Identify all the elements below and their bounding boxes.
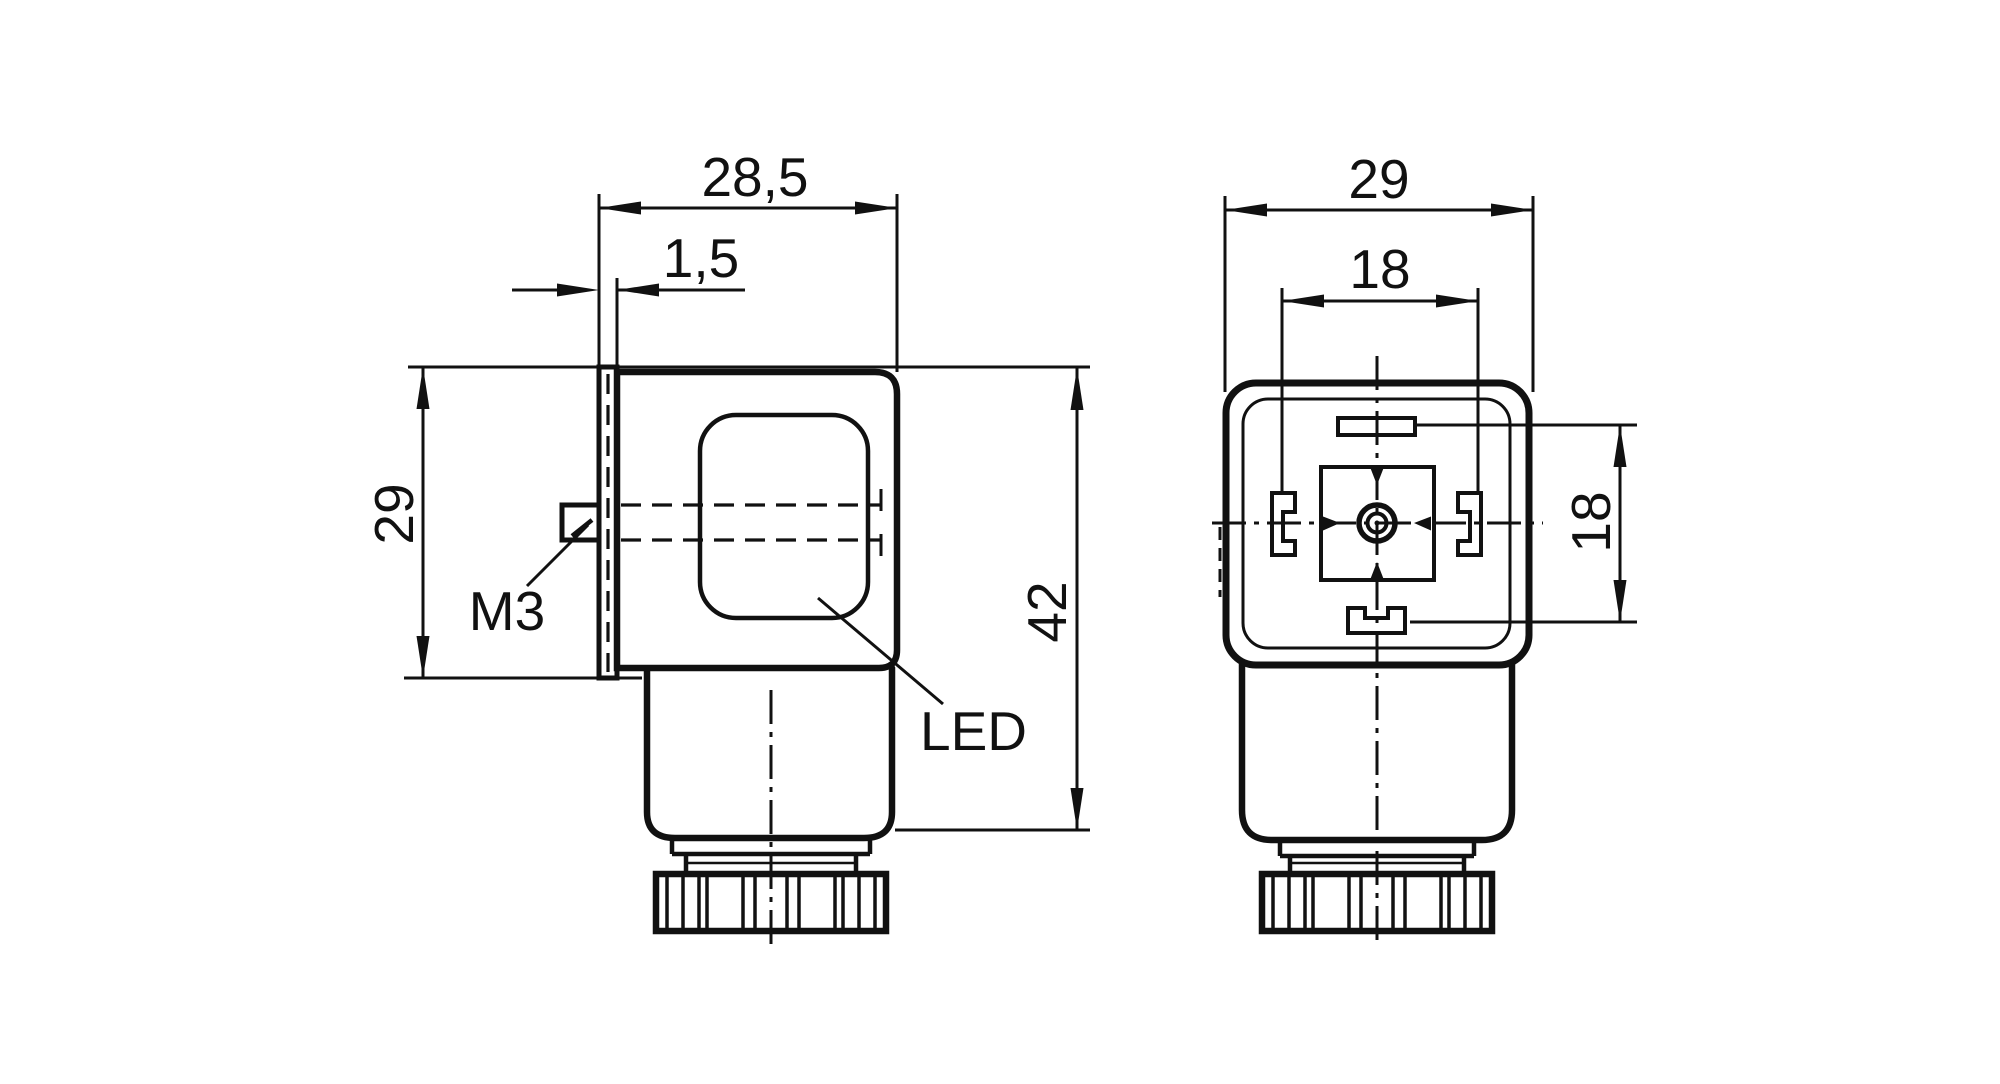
dim-42: 42 bbox=[1016, 368, 1084, 830]
side-gland-nut-knurling bbox=[665, 877, 877, 928]
side-hidden-hole-lines bbox=[621, 503, 881, 542]
dim-28-5: 28,5 bbox=[599, 146, 897, 215]
led-window bbox=[697, 412, 871, 621]
front-left-contact bbox=[1270, 491, 1297, 557]
dim-29-front: 29 bbox=[1225, 148, 1533, 217]
dim-18-top: 18 bbox=[1282, 238, 1478, 308]
dim-18-side: 18 bbox=[1560, 425, 1627, 622]
m3-screw-slot bbox=[570, 518, 594, 538]
led-label: LED bbox=[920, 700, 1027, 762]
front-gland-nut-knurling bbox=[1271, 877, 1483, 928]
side-body-outline bbox=[613, 368, 901, 672]
side-lower-body bbox=[643, 664, 896, 842]
led-leader-line bbox=[817, 596, 944, 706]
dim-42-label: 42 bbox=[1016, 581, 1078, 642]
dim-29-front-label: 29 bbox=[1348, 148, 1409, 210]
dim-18-side-label: 18 bbox=[1560, 491, 1622, 552]
m3-screw-head bbox=[559, 502, 602, 543]
side-view: 28,5 1,5 29 42 M3 LED bbox=[363, 146, 1090, 947]
front-right-contact bbox=[1456, 491, 1483, 557]
m3-leader-line bbox=[525, 523, 590, 588]
dim-29-side-label: 29 bbox=[363, 483, 425, 544]
m3-label: M3 bbox=[469, 580, 545, 642]
dim-1-5-label: 1,5 bbox=[663, 227, 739, 289]
dim-29-side: 29 bbox=[363, 367, 430, 678]
side-thread-ring-1 bbox=[669, 840, 873, 857]
dim-1-5: 1,5 bbox=[512, 227, 745, 297]
dim-18-top-label: 18 bbox=[1349, 238, 1410, 300]
dim-28-5-label: 28,5 bbox=[701, 146, 808, 208]
front-view: 29 18 18 bbox=[1212, 148, 1637, 947]
